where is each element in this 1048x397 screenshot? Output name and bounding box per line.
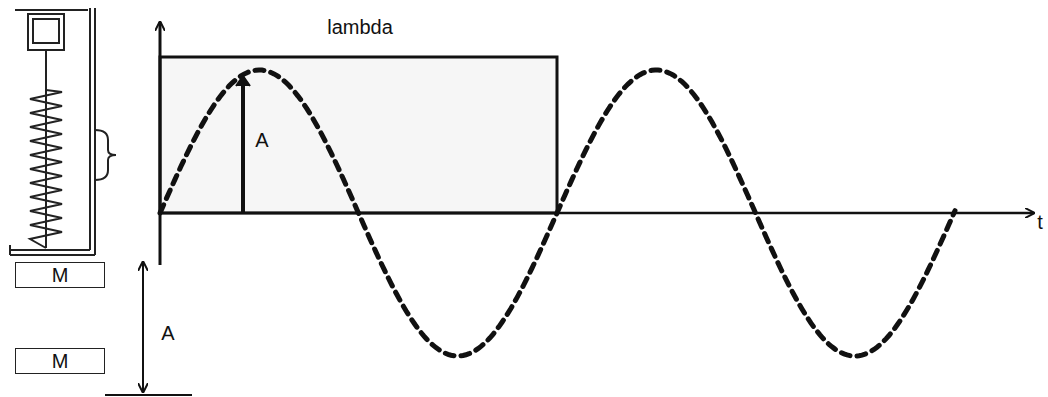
ground-line (105, 394, 192, 396)
spring-coil (30, 90, 62, 248)
mass-label: M (52, 264, 69, 286)
sine-wave (160, 70, 955, 356)
spring-apparatus (10, 8, 116, 255)
amplitude-arrow (142, 262, 144, 392)
mass-box: M (15, 348, 105, 374)
mass-box: M (15, 262, 105, 288)
amplitude-label: A (255, 129, 268, 151)
amplitude-arrow (241, 78, 245, 213)
vertical-axis (159, 22, 162, 265)
wavelength-label: lambda (327, 16, 393, 38)
arrow-head (236, 76, 250, 86)
mass-label: M (52, 350, 69, 372)
time-axis (160, 212, 1034, 215)
amplitude-label: A (161, 322, 174, 344)
wavelength-box (160, 57, 557, 213)
axis-label: t (1037, 211, 1043, 233)
